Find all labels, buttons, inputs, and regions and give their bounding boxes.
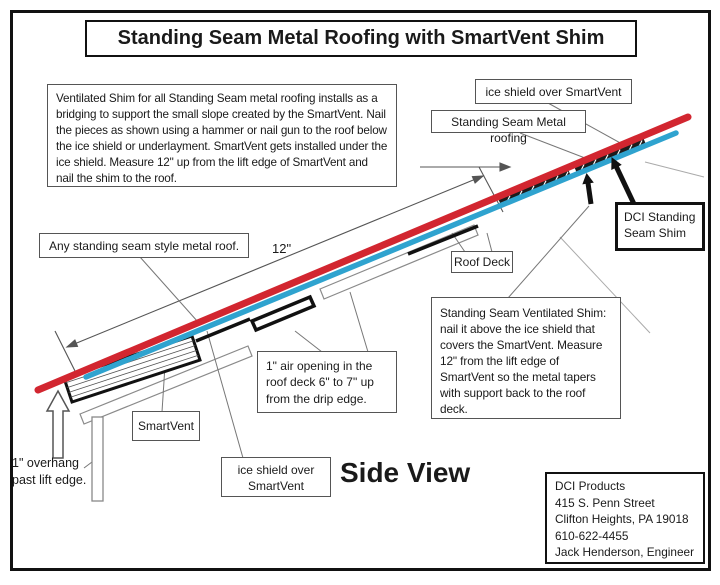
intro-note: Ventilated Shim for all Standing Seam me… [47,84,397,187]
construction-lines [559,161,705,334]
ice-shield-top-label: ice shield over SmartVent [475,79,632,104]
shim-pointer-arrows [582,156,637,206]
air-opening-slot [249,294,317,333]
outer-border [10,10,711,571]
fascia-board [91,416,104,502]
air-opening-label: 1" air opening in the roof deck 6" to 7"… [257,351,397,413]
side-view-label: Side View [340,457,471,488]
ice-shield-bottom-label: ice shield over SmartVent [221,457,331,497]
dci-shim-label: DCI Standing Seam Shim [615,202,705,251]
any-seam-label: Any standing seam style metal roof. [39,233,249,258]
vent-shim-note: Standing Seam Ventilated Shim: nail it a… [431,297,621,419]
diagram-title: Standing Seam Metal Roofing with SmartVe… [85,20,637,57]
ice-shield-line [83,130,679,380]
company-engineer: Jack Henderson, Engineer [555,545,695,560]
metal-roofing-line [34,113,692,394]
company-info-box: DCI Products 415 S. Penn Street Clifton … [545,472,705,564]
company-city: Clifton Heights, PA 19018 [555,512,689,527]
company-street: 415 S. Penn Street [555,495,655,510]
company-name: DCI Products [555,479,626,493]
overhang-up-arrow [45,389,71,459]
dimension-12-label: 12" [272,241,292,256]
roof-deck-label: Roof Deck [451,251,513,273]
company-phone: 610-622-4455 [555,528,629,543]
metal-roofing-label: Standing Seam Metal roofing [431,110,586,145]
smartvent-label: SmartVent [132,411,200,441]
deck-edge-segments [195,224,479,343]
leader-lines [83,102,634,469]
overhang-label: 1" overhang past lift edge. [12,456,87,487]
